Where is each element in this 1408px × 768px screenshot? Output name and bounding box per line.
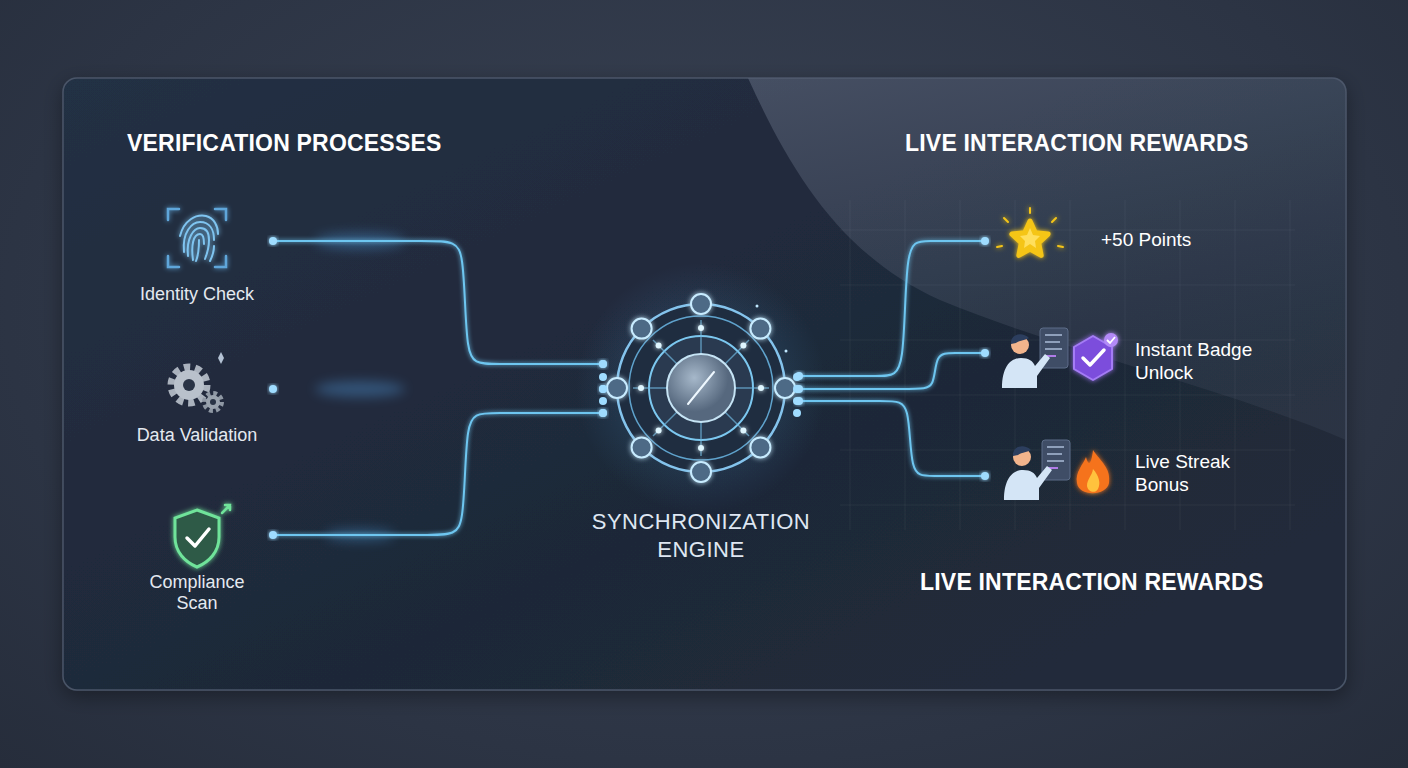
connector-dot bbox=[269, 237, 277, 245]
section-heading: LIVE INTERACTION REWARDS bbox=[905, 128, 1248, 158]
star-icon bbox=[997, 208, 1063, 255]
connector-line bbox=[799, 401, 985, 476]
shield-icon bbox=[175, 505, 230, 567]
flame-icon bbox=[1077, 450, 1110, 493]
node-label: Data Validation bbox=[121, 424, 273, 446]
node-label: Instant Badge Unlock bbox=[1135, 338, 1275, 384]
panel-sheen bbox=[748, 78, 1346, 440]
badge-icon bbox=[1074, 333, 1118, 380]
connector-line bbox=[273, 241, 603, 364]
process-node: Data Validation bbox=[121, 355, 273, 450]
user-icon bbox=[1002, 328, 1068, 388]
process-node: Live Streak Bonus bbox=[985, 440, 1285, 510]
connector-line bbox=[799, 241, 985, 376]
fingerprint-icon bbox=[168, 209, 226, 267]
connector-dot bbox=[981, 472, 989, 480]
process-node: Identity Check bbox=[121, 205, 273, 305]
process-node: Compliance Scan bbox=[121, 500, 273, 615]
node-label: +50 Points bbox=[1101, 228, 1241, 252]
section-heading: LIVE INTERACTION REWARDS bbox=[920, 567, 1263, 597]
connector-line bbox=[799, 353, 985, 389]
gear-icon bbox=[172, 352, 224, 410]
grid bbox=[840, 200, 1295, 530]
engine-node: SYNCHRONIZATION ENGINE bbox=[603, 300, 799, 565]
connector-dot bbox=[269, 385, 277, 393]
node-label: Compliance Scan bbox=[142, 572, 252, 614]
node-label: Live Streak Bonus bbox=[1135, 450, 1275, 496]
engine-label: SYNCHRONIZATION ENGINE bbox=[573, 508, 829, 564]
process-node: +50 Points bbox=[985, 215, 1245, 267]
connector-dot bbox=[599, 385, 607, 393]
connector-dot bbox=[795, 385, 803, 393]
connector-dot bbox=[795, 397, 803, 405]
connector-dot bbox=[599, 409, 607, 417]
node-label: Identity Check bbox=[121, 283, 273, 305]
engine-illustration bbox=[576, 263, 826, 513]
connector-line bbox=[273, 413, 603, 535]
connector-line bbox=[273, 388, 603, 390]
connector-dot bbox=[981, 349, 989, 357]
process-node: Instant Badge Unlock bbox=[985, 325, 1285, 395]
section-heading: VERIFICATION PROCESSES bbox=[127, 128, 442, 158]
user-icon bbox=[1004, 440, 1070, 500]
panel bbox=[63, 78, 1346, 690]
line-glow bbox=[315, 233, 405, 541]
connector-dot bbox=[795, 372, 803, 380]
connector-dot bbox=[981, 237, 989, 245]
connector-dot bbox=[269, 531, 277, 539]
connector-dot bbox=[599, 360, 607, 368]
